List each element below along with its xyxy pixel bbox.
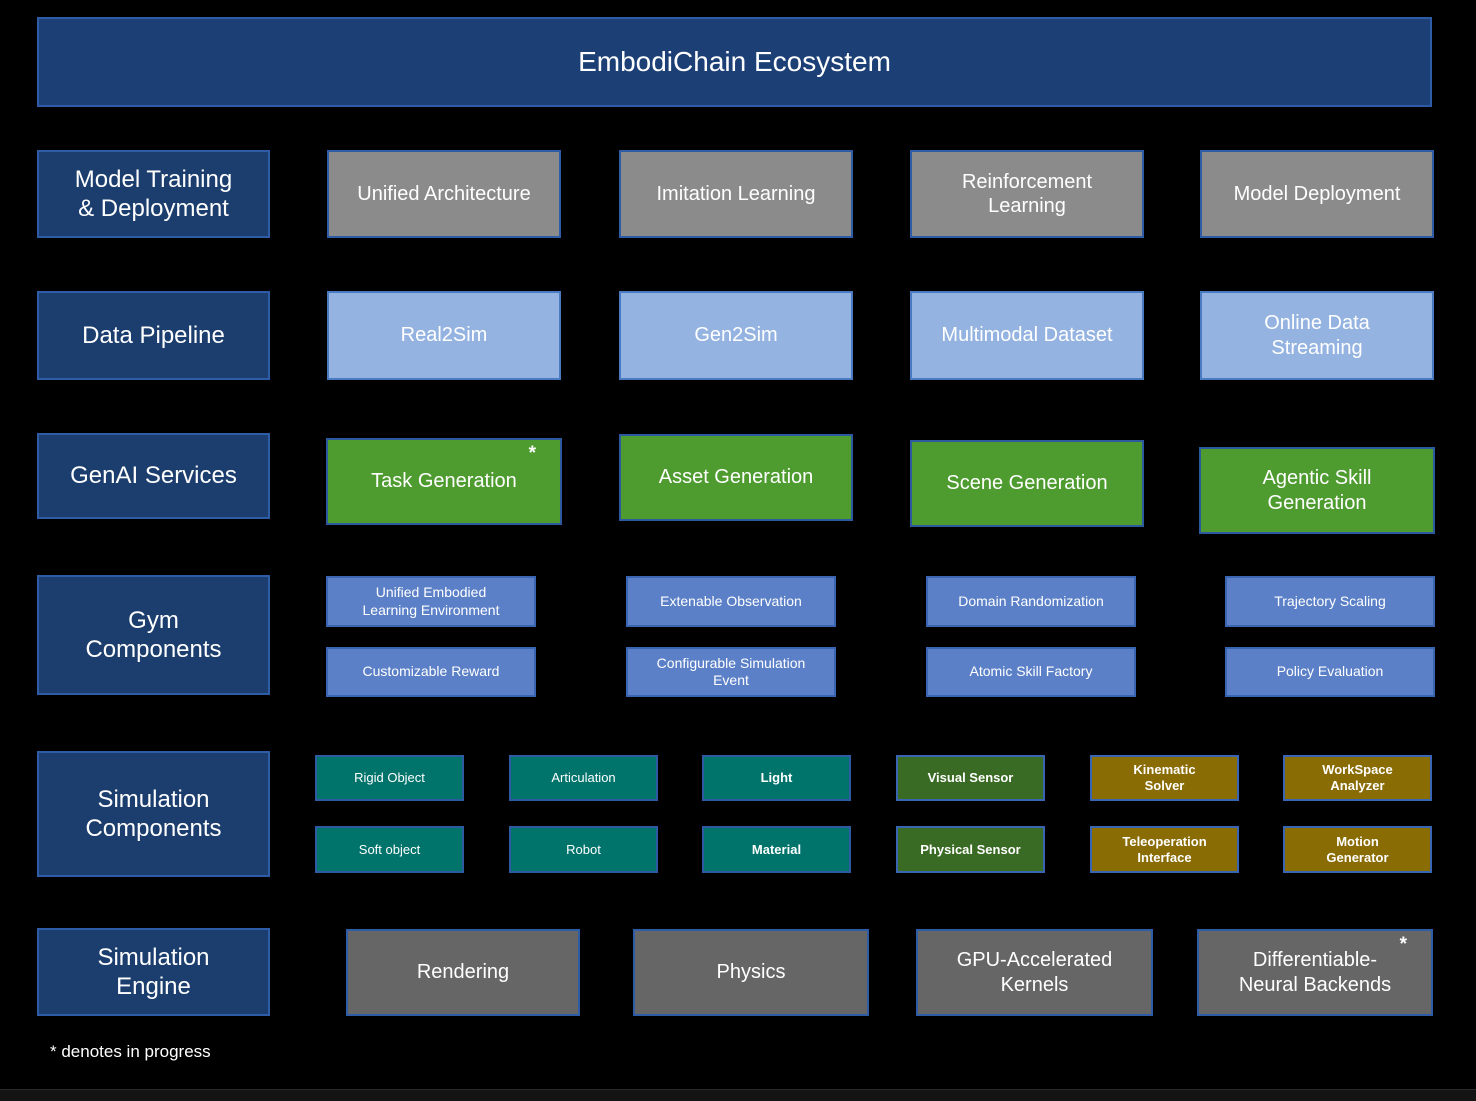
box-gpu-accelerated-kernels: GPU-Accelerated Kernels [916, 929, 1153, 1016]
box-physics: Physics [633, 929, 869, 1016]
box-real2sim: Real2Sim [327, 291, 561, 380]
box-text: Online Data Streaming [1264, 312, 1370, 359]
box-reinforcement-learning: Reinforcement Learning [910, 150, 1144, 238]
box-unified-embodied-learning-environment: Unified Embodied Learning Environment [326, 576, 536, 627]
box-text: Agentic Skill Generation [1262, 467, 1372, 514]
box-differentiable-neural-backends: Differentiable- Neural Backends * [1197, 929, 1433, 1016]
box-text: Multimodal Dataset [941, 324, 1113, 347]
box-text: Asset Generation [658, 466, 814, 489]
box-text: Soft object [358, 841, 421, 857]
box-agentic-skill-generation: Agentic Skill Generation [1199, 447, 1435, 534]
box-unified-architecture: Unified Architecture [327, 150, 561, 238]
in-progress-asterisk: * [528, 443, 536, 464]
box-text: Real2Sim [400, 324, 488, 347]
box-text: Kinematic Solver [1133, 762, 1196, 793]
box-physical-sensor: Physical Sensor [896, 826, 1045, 873]
box-text: Rendering [416, 961, 510, 984]
footnote-in-progress: * denotes in progress [50, 1042, 211, 1061]
box-asset-generation: Asset Generation [619, 434, 853, 521]
box-rigid-object: Rigid Object [315, 755, 464, 801]
box-text: Model Deployment [1233, 182, 1401, 205]
row-label-simulation-engine: Simulation Engine [37, 928, 270, 1016]
box-soft-object: Soft object [315, 826, 464, 873]
box-text: Reinforcement Learning [961, 170, 1093, 217]
box-text: Differentiable- Neural Backends [1238, 949, 1392, 996]
box-customizable-reward: Customizable Reward [326, 647, 536, 697]
box-scene-generation: Scene Generation [910, 440, 1144, 527]
box-kinematic-solver: Kinematic Solver [1090, 755, 1239, 801]
box-text: Articulation [551, 770, 616, 786]
box-text: Imitation Learning [656, 182, 816, 205]
box-text: Extenable Observation [660, 592, 802, 609]
box-text: Trajectory Scaling [1274, 592, 1386, 609]
box-text: Robot [566, 841, 601, 857]
row-label-gym-components: Gym Components [37, 575, 270, 695]
row-label-simulation-components: Simulation Components [37, 751, 270, 877]
box-gen2sim: Gen2Sim [619, 291, 853, 380]
box-text: Task Generation [371, 470, 517, 493]
box-imitation-learning: Imitation Learning [619, 150, 853, 238]
box-policy-evaluation: Policy Evaluation [1225, 647, 1435, 697]
box-text: Motion Generator [1326, 833, 1389, 865]
box-motion-generator: Motion Generator [1283, 826, 1432, 873]
box-configurable-simulation-event: Configurable Simulation Event [626, 647, 836, 697]
box-text: Teleoperation Interface [1122, 833, 1207, 865]
box-task-generation: Task Generation * [326, 438, 562, 525]
box-material: Material [702, 826, 851, 873]
box-visual-sensor: Visual Sensor [896, 755, 1045, 801]
box-text: Unified Embodied Learning Environment [362, 584, 500, 618]
box-atomic-skill-factory: Atomic Skill Factory [926, 647, 1136, 697]
box-online-data-streaming: Online Data Streaming [1200, 291, 1434, 380]
box-text: Physical Sensor [920, 841, 1021, 857]
box-extenable-observation: Extenable Observation [626, 576, 836, 627]
row-label-data-pipeline: Data Pipeline [37, 291, 270, 380]
box-text: Rigid Object [354, 770, 425, 786]
box-trajectory-scaling: Trajectory Scaling [1225, 576, 1435, 627]
box-text: Visual Sensor [927, 770, 1014, 786]
box-text: Gen2Sim [694, 324, 778, 347]
box-articulation: Articulation [509, 755, 658, 801]
box-teleoperation-interface: Teleoperation Interface [1090, 826, 1239, 873]
diagram-title: EmbodiChain Ecosystem [37, 17, 1432, 107]
box-model-deployment: Model Deployment [1200, 150, 1434, 238]
box-text: Scene Generation [946, 472, 1108, 495]
box-multimodal-dataset: Multimodal Dataset [910, 291, 1144, 380]
row-label-model-training-deployment: Model Training & Deployment [37, 150, 270, 238]
bottom-window-edge [0, 1089, 1476, 1101]
box-text: Light [760, 770, 793, 786]
box-light: Light [702, 755, 851, 801]
box-workspace-analyzer: WorkSpace Analyzer [1283, 755, 1432, 801]
in-progress-asterisk: * [1399, 934, 1407, 955]
box-text: Unified Architecture [357, 182, 531, 205]
box-text: GPU-Accelerated Kernels [956, 949, 1113, 996]
box-text: Physics [716, 961, 786, 984]
box-domain-randomization: Domain Randomization [926, 576, 1136, 627]
box-text: Domain Randomization [958, 592, 1104, 609]
box-text: Atomic Skill Factory [969, 663, 1093, 680]
box-text: Configurable Simulation Event [656, 654, 806, 688]
box-rendering: Rendering [346, 929, 580, 1016]
box-text: Policy Evaluation [1276, 663, 1384, 680]
box-text: Customizable Reward [362, 663, 500, 680]
box-text: WorkSpace Analyzer [1322, 762, 1393, 793]
row-label-genai-services: GenAI Services [37, 433, 270, 519]
box-robot: Robot [509, 826, 658, 873]
box-text: Material [751, 841, 802, 857]
